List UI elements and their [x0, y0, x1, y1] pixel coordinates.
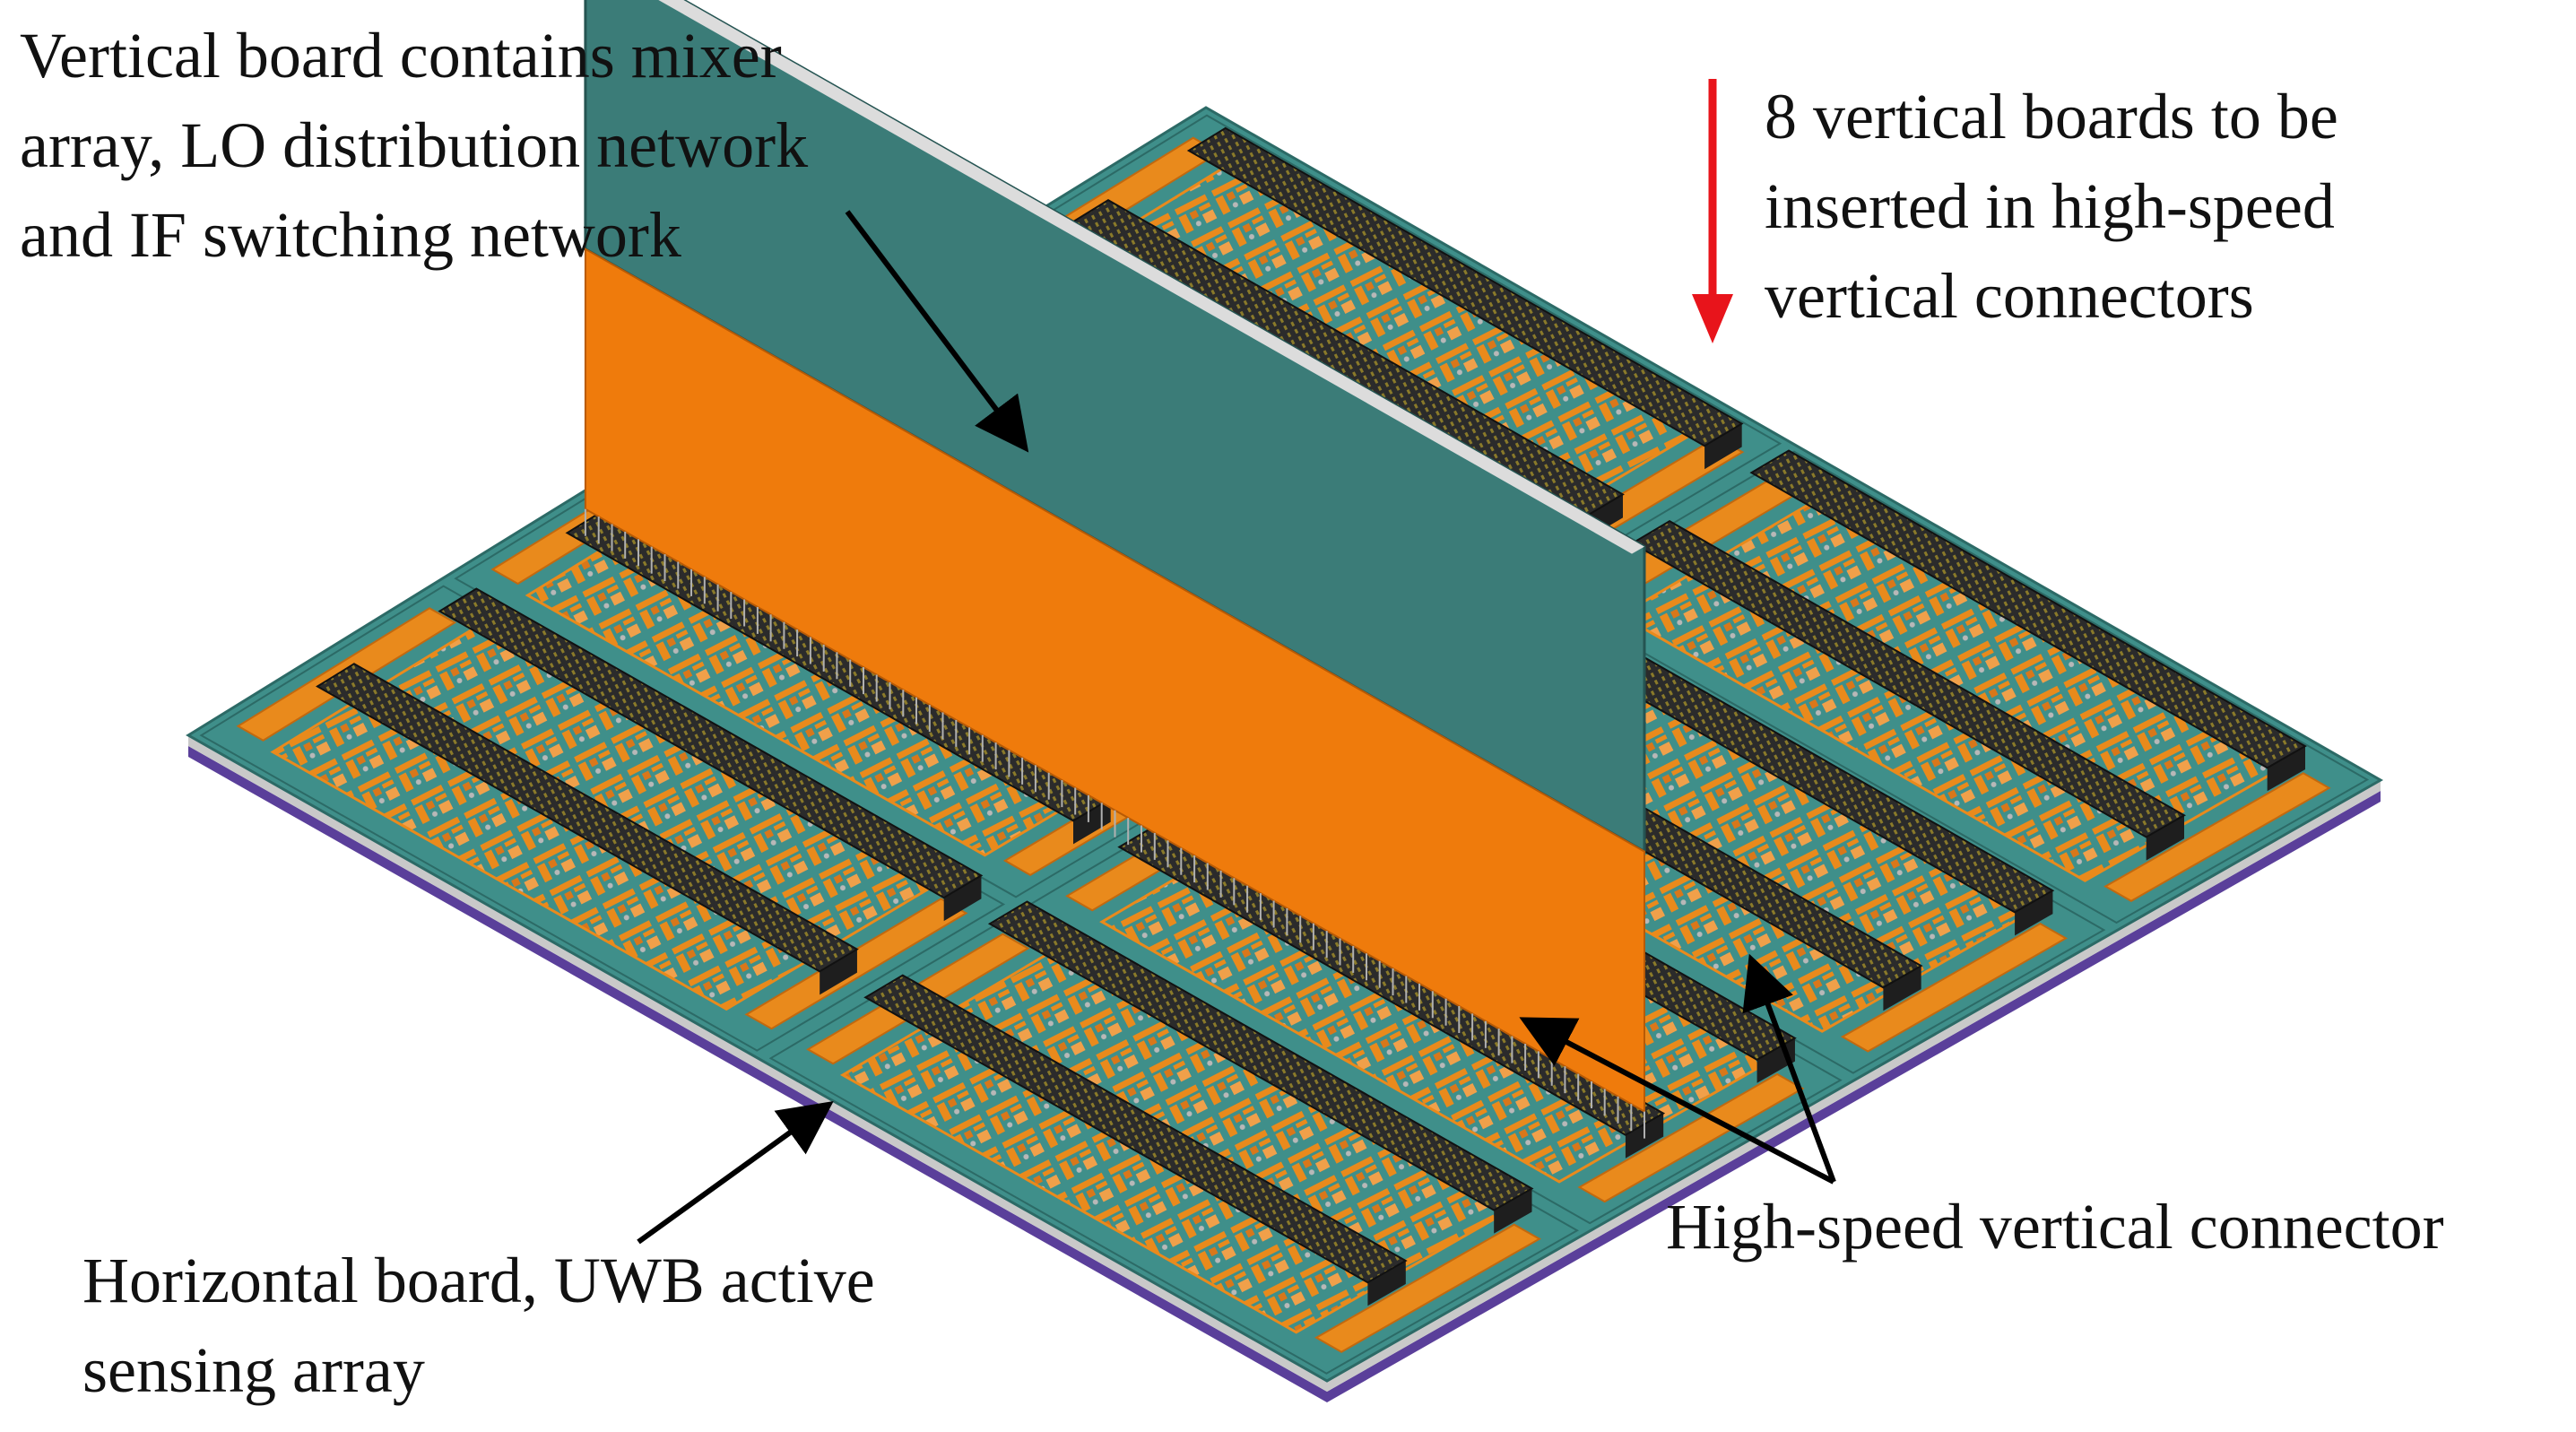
connector-end [820, 949, 857, 995]
horizontal-board-label-line: sensing array [82, 1334, 425, 1406]
vertical-board-label-line: array, LO distribution network [20, 109, 809, 181]
connector-end [2015, 890, 2053, 936]
copper-pad [1314, 1223, 1541, 1353]
connector-end [1367, 1261, 1406, 1306]
insertion-note-line: 8 vertical boards to be [1765, 81, 2338, 152]
connector-label: High-speed vertical connector [1666, 1182, 2444, 1271]
black-pointer-arrow [845, 210, 1029, 453]
vertical-board-label-line: Vertical board contains mixer [20, 20, 782, 91]
copper-pad [1840, 922, 2069, 1053]
horizontal-board-label-line: Horizontal board, UWB active [82, 1245, 875, 1316]
black-pointer-arrow [1519, 1017, 1835, 1185]
high-speed-vertical-connector [987, 900, 1534, 1211]
high-speed-vertical-connector [863, 974, 1408, 1284]
arrows [637, 79, 1836, 1245]
insertion-note-label: 8 vertical boards to be inserted in high… [1765, 72, 2338, 341]
insertion-note-line: inserted in high-speed [1765, 170, 2335, 242]
connector-end [2146, 815, 2184, 861]
copper-pad [1577, 1072, 1805, 1203]
connector-end [1704, 423, 1742, 470]
black-pointer-arrow [637, 1100, 834, 1245]
high-speed-vertical-connector [1630, 520, 2187, 838]
connector-end [2267, 746, 2305, 792]
connector-end [943, 875, 982, 922]
vertical-board-pins [584, 508, 1645, 1139]
black-pointer-arrow [1742, 953, 1836, 1184]
connector-end [1494, 1188, 1532, 1234]
red-down-arrow-head [1692, 294, 1733, 343]
high-speed-vertical-connector [316, 663, 859, 973]
vertical-board-label-line: and IF switching network [20, 199, 681, 271]
horizontal-board-label: Horizontal board, UWB active sensing arr… [82, 1236, 875, 1415]
connector-label-line: High-speed vertical connector [1666, 1191, 2444, 1263]
copper-pad [2103, 772, 2331, 902]
high-speed-vertical-connector [438, 587, 984, 899]
insertion-note-line: vertical connectors [1765, 260, 2254, 332]
high-speed-vertical-connector [1186, 126, 1744, 447]
connector-end [1883, 966, 1921, 1011]
high-speed-vertical-connector [1749, 449, 2307, 769]
vertical-board-top-edge [658, 0, 1644, 554]
vertical-board-label: Vertical board contains mixer array, LO … [20, 11, 808, 280]
